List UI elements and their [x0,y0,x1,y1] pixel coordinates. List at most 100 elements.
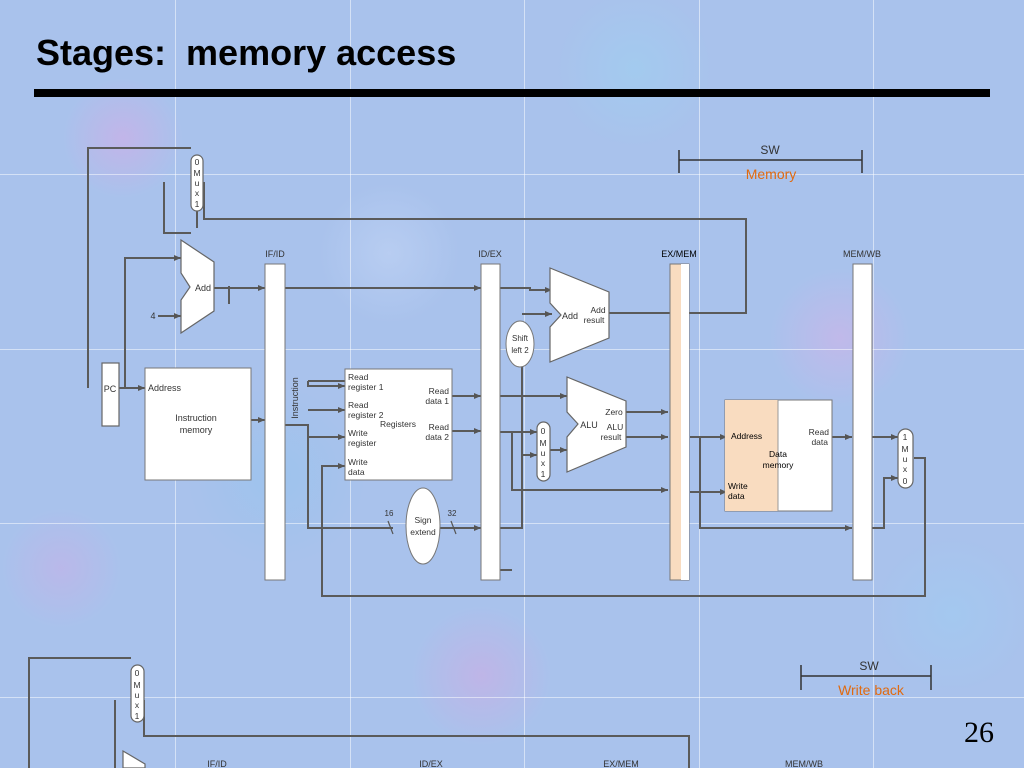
dmem-read-data: data [811,437,828,447]
instruction-output-label: Instruction [290,377,300,419]
pc-mux [190,154,204,212]
second-pipeline-register-label: ID/EX [419,759,443,768]
ex-mem-inner-strip [681,264,689,580]
sign-extend-label: extend [410,527,436,537]
reg-write-data: data [348,467,365,477]
wb-mux-label: 1 [903,432,908,442]
slide-number: 26 [964,716,994,749]
pipeline-register-id-ex [480,263,501,581]
branch-adder [549,267,610,363]
dmem-address-label: Address [731,431,762,441]
second-pc-mux-label: x [135,700,140,710]
background-seam [0,523,1024,524]
imem-address-label: Address [148,383,182,393]
sign-extend [405,487,441,565]
second-pipeline-register-label: EX/MEM [603,759,639,768]
branch-adder-result: Add [590,305,605,315]
second-annotation-instruction: SW [859,659,879,673]
second-pipeline-register-label: MEM/WB [785,759,823,768]
pc-mux-label: u [195,178,200,188]
reg-read-data-1: Read [429,386,450,396]
shift-left-label: left 2 [511,346,529,355]
dmem-name: memory [763,460,794,470]
alu-mux-label: 1 [541,469,546,479]
reg-read-register-1: Read [348,372,369,382]
wb-mux-label: u [903,454,908,464]
constant-four: 4 [150,311,155,321]
pc-adder [180,238,215,335]
alu-zero-label: Zero [605,407,623,417]
reg-write-data: Write [348,457,368,467]
branch-adder-label: Add [562,311,578,321]
imem-name-line1: Instruction [175,413,217,423]
background-seam [524,0,525,768]
wb-mux-label: M [901,444,908,454]
background-seam [873,0,874,768]
reg-read-data-2: Read [429,422,450,432]
alu-result-label: result [601,432,622,442]
second-pc-mux-label: 1 [135,711,140,721]
second-pc-mux-label: 0 [135,668,140,678]
register-file [344,368,453,481]
pipeline-register-label: ID/EX [478,249,502,259]
pc-mux-label: x [195,188,200,198]
second-pc-mux-label: M [133,680,140,690]
shift-left-2 [505,320,535,368]
alu-mux-label: 0 [541,426,546,436]
sign-extend-in-width: 16 [385,509,394,518]
pc-mux-label: 1 [195,199,200,209]
reg-read-register-2: Read [348,400,369,410]
alu-mux [536,421,551,482]
annotation-instruction: SW [760,143,780,157]
second-diagram-wires [28,657,690,768]
pipeline-register-label: IF/ID [265,249,285,259]
pipeline-register-label-active: EX/MEM [661,249,697,259]
data-memory-active-half [725,400,778,511]
wb-mux-label: x [903,464,908,474]
pc-adder-label: Add [195,283,211,293]
dmem-name: Data [769,449,787,459]
dmem-write-data: data [728,491,745,501]
pc-label: PC [104,384,117,394]
wb-mux-label: 0 [903,476,908,486]
pc-mux-label: 0 [195,157,200,167]
reg-read-data-2: data 2 [425,432,449,442]
background-seam [0,697,1024,698]
pipeline-register-if-id [264,263,286,581]
sign-extend-out-width: 32 [448,509,457,518]
annotation-stage: Memory [746,166,797,182]
reg-write-register: Write [348,428,368,438]
pipeline-register-mem-wb [852,263,873,581]
alu [566,376,627,473]
second-annotation-stage: Write back [838,682,905,698]
reg-read-data-1: data 1 [425,396,449,406]
reg-read-register-2: register 2 [348,410,384,420]
second-pc-mux-label: u [135,690,140,700]
background-seam [0,174,1024,175]
imem-name-line2: memory [180,425,213,435]
pipeline-register-label: MEM/WB [843,249,881,259]
register-file-name: Registers [380,419,416,429]
alu-label: ALU [580,420,598,430]
second-pipeline-register-label: IF/ID [207,759,227,768]
dmem-write-data: Write [728,481,748,491]
instruction-memory [144,367,252,481]
background-seam [699,0,700,768]
alu-mux-label: x [541,458,546,468]
shift-left-label: Shift [512,334,529,343]
reg-write-register: register [348,438,377,448]
reg-read-register-1: register 1 [348,382,384,392]
alu-result-label: ALU [607,422,624,432]
slide-title: Stages: memory access [36,32,457,73]
title-underline [34,89,990,97]
second-annotation-bracket [800,665,932,690]
datapath-wires [87,147,926,597]
second-pc-mux [130,664,145,723]
second-pc-adder [122,749,146,768]
dmem-read-data: Read [809,427,830,437]
alu-mux-label: u [541,448,546,458]
stage-annotation-bracket [678,150,863,173]
alu-mux-label: M [539,438,546,448]
branch-adder-result: result [584,315,605,325]
